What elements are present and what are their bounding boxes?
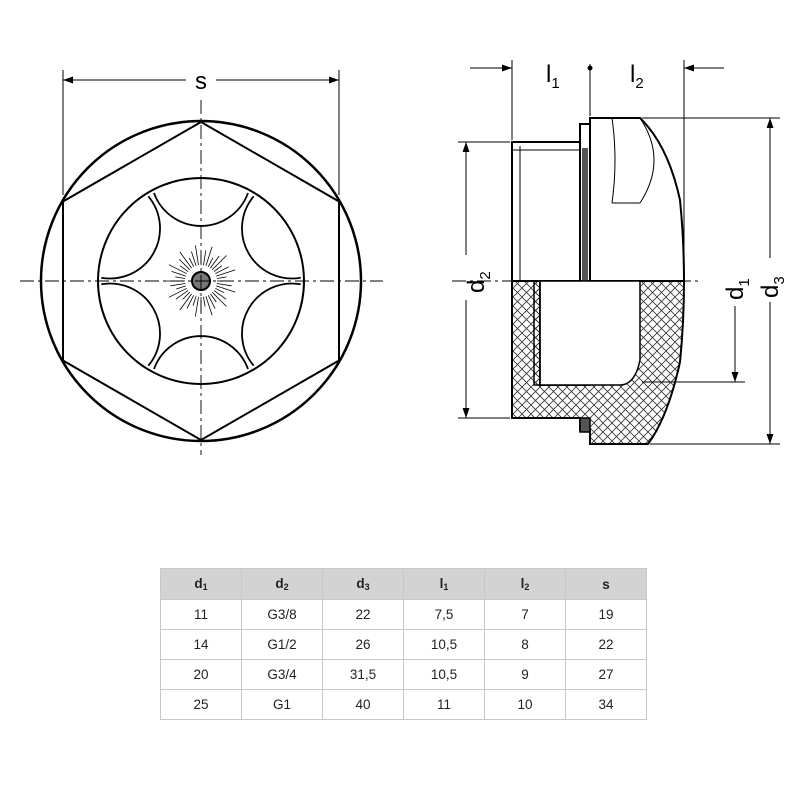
table-cell: 14 [160, 629, 242, 660]
center-lines [20, 100, 383, 455]
gasket-lower [579, 417, 591, 433]
header-d2: d2 [241, 568, 323, 600]
table-row: 14 G1/2 26 10,5 8 22 [160, 629, 647, 660]
table-cell: 7,5 [403, 599, 485, 630]
glass-disc-section [533, 280, 541, 386]
table-cell: 20 [160, 659, 242, 690]
table-cell: 25 [160, 689, 242, 720]
table-cell: 10 [484, 689, 566, 720]
table-cell: 8 [484, 629, 566, 660]
table-row: 20 G3/4 31,5 10,5 9 27 [160, 659, 647, 690]
dimension-s: s [62, 68, 340, 195]
label-s: s [195, 68, 207, 95]
technical-drawing: s l1 l2 [20, 60, 788, 455]
table-cell: 27 [565, 659, 647, 690]
table-cell: 10,5 [403, 629, 485, 660]
label-d3: d3 [757, 276, 788, 298]
hexagon-outline [62, 120, 340, 442]
window-cavity [539, 280, 641, 386]
label-d1: d1 [722, 278, 753, 300]
header-l2: l2 [484, 568, 566, 600]
cap-hex-edges [611, 117, 655, 204]
label-l2: l2 [630, 61, 644, 92]
table-cell: 10,5 [403, 659, 485, 690]
table-row: 11 G3/8 22 7,5 7 19 [160, 599, 647, 630]
table-cell: 19 [565, 599, 647, 630]
table-cell: G1/2 [241, 629, 323, 660]
table-header-row: d1 d2 d3 l1 l2 s [160, 568, 647, 600]
table-row: 25 G1 40 11 10 34 [160, 689, 647, 720]
front-view: s [20, 68, 383, 455]
header-l1: l1 [403, 568, 485, 600]
cap-upper [589, 117, 686, 282]
header-d3: d3 [322, 568, 404, 600]
gasket-strip-upper [582, 148, 588, 281]
label-d2: d2 [463, 271, 494, 293]
dimension-l1-l2: l1 l2 [470, 60, 724, 278]
header-s: s [565, 568, 647, 600]
dimension-table: d1 d2 d3 l1 l2 s 11 G3/8 22 7,5 7 19 14 … [160, 568, 647, 720]
header-d1: d1 [160, 568, 242, 600]
section-view: l1 l2 d2 d1 [452, 60, 788, 445]
table-cell: 34 [565, 689, 647, 720]
thread-upper [511, 141, 581, 282]
table-cell: G1 [241, 689, 323, 720]
table-cell: G3/8 [241, 599, 323, 630]
table-cell: 11 [160, 599, 242, 630]
table-cell: 7 [484, 599, 566, 630]
table-cell: 22 [565, 629, 647, 660]
label-l1: l1 [546, 61, 560, 92]
table-cell: 9 [484, 659, 566, 690]
table-cell: 22 [322, 599, 404, 630]
dimension-d2: d2 [458, 141, 510, 419]
table-cell: 11 [403, 689, 485, 720]
dimension-d3: d3 [642, 117, 788, 445]
table-cell: 40 [322, 689, 404, 720]
table-cell: G3/4 [241, 659, 323, 690]
dimension-d1: d1 [642, 278, 753, 383]
table-cell: 26 [322, 629, 404, 660]
table-cell: 31,5 [322, 659, 404, 690]
star-reflector [101, 192, 301, 370]
